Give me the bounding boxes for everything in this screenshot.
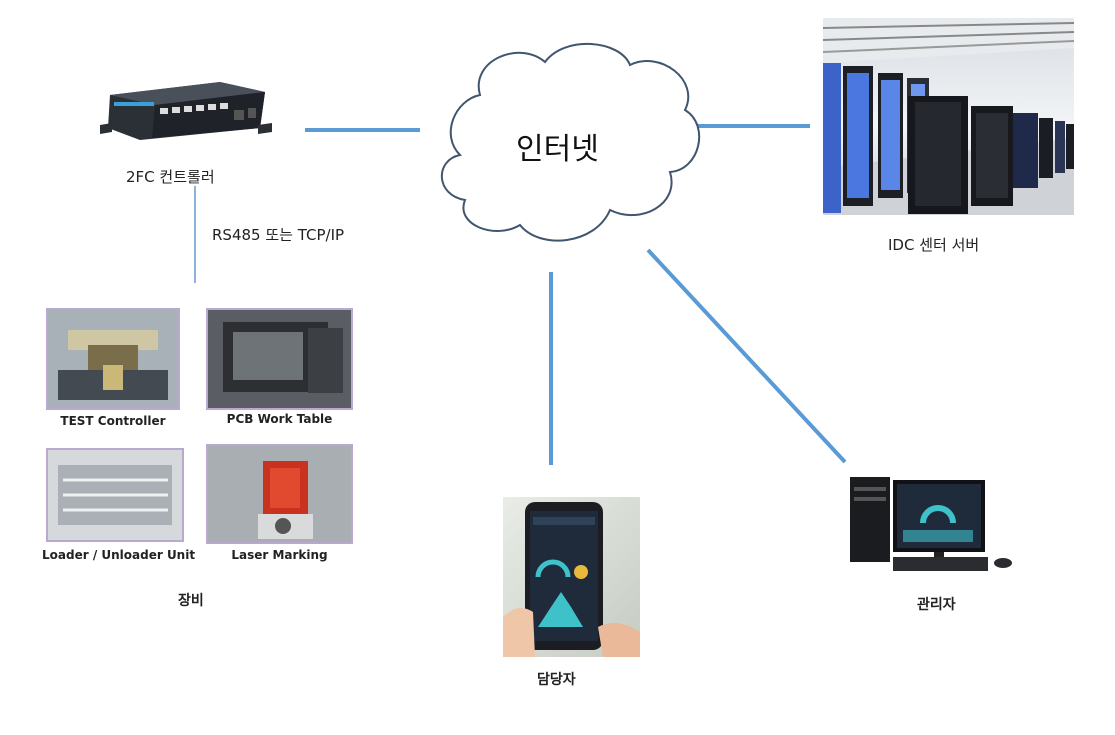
laser-marking-icon [208,446,351,542]
link-protocol-label: RS485 또는 TCP/IP [212,226,345,244]
test-controller-image [46,308,180,410]
operator-phone-image [503,497,640,657]
server-room-image [823,18,1074,215]
controller-device [100,80,275,150]
laser-marking-image [206,444,353,544]
server-rack-icon [823,18,1074,215]
pcb-work-table-image [206,308,353,410]
loader-unloader-image [46,448,184,542]
internet-label: 인터넷 [516,132,599,167]
equipment-caption-loader-unloader: Loader / Unloader Unit [42,548,196,562]
equipment-caption-test-controller: TEST Controller [60,414,166,428]
controller-label: 2FC 컨트롤러 [126,168,215,186]
admin-label: 관리자 [917,597,956,613]
equipment-caption-laser-marking: Laser Marking [231,548,328,562]
smartphone-icon [503,502,640,657]
controller-device-icon [100,82,272,140]
equipment-caption-pcb-work-table: PCB Work Table [226,412,333,426]
internet-cloud [440,42,701,242]
loader-unloader-icon [48,450,182,540]
pcb-work-table-icon [208,310,351,408]
test-controller-icon [48,310,178,408]
equipment-label: 장비 [178,593,204,609]
desktop-computer-icon [850,477,1012,571]
server-label: IDC 센터 서버 [888,236,980,254]
admin-desktop-image [848,475,1014,575]
link-internet-admin [646,248,847,464]
operator-label: 담당자 [537,672,576,688]
